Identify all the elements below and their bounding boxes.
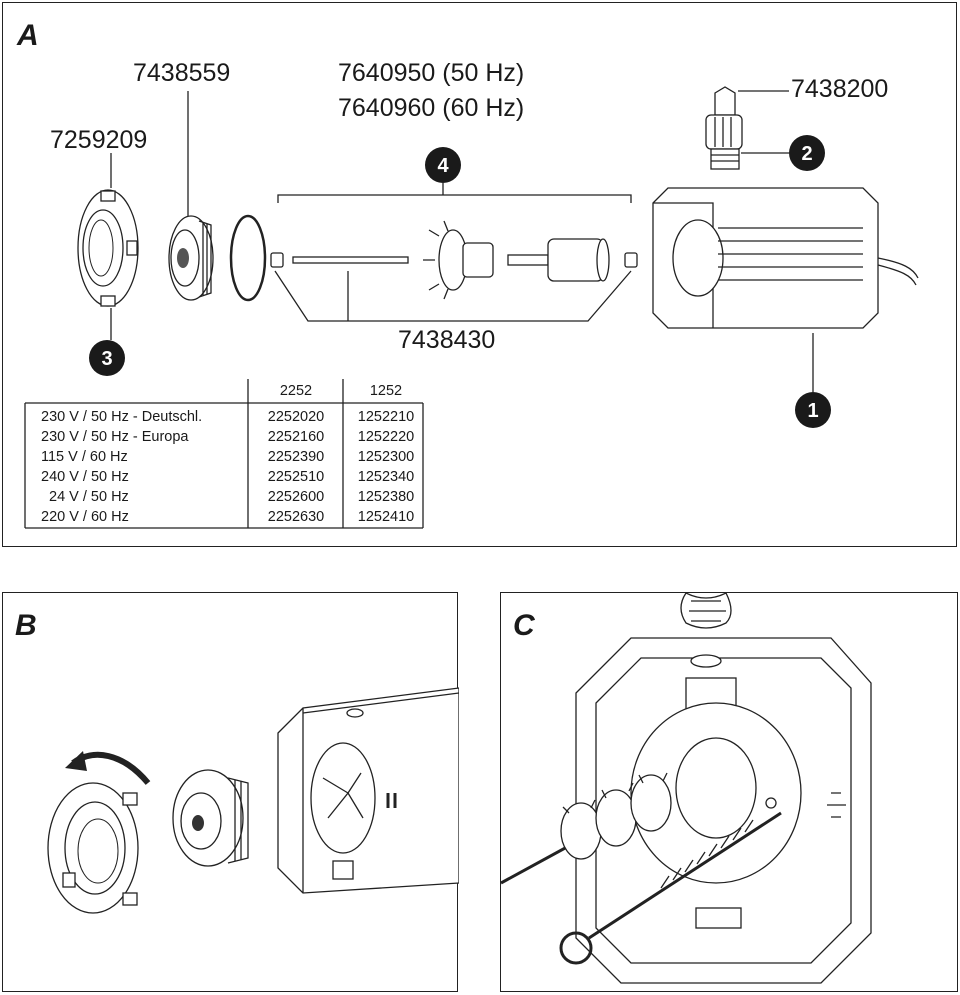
panel-a-exploded-view: A 7438559 7640950 (50 Hz) 7640960 (60 Hz… (2, 2, 957, 547)
variants-table: 2252 1252 230 V / 50 Hz - Deutschl. 2252… (24, 379, 424, 529)
callout-3-badge: 3 (89, 340, 125, 376)
panel-c-letter: C (513, 609, 535, 642)
leader-lines (110, 90, 814, 392)
label-7438559: 7438559 (133, 59, 230, 87)
table-row-1252: 1252410 (358, 509, 414, 525)
table-row-1252: 1252210 (358, 409, 414, 425)
callout-3-number: 3 (101, 348, 112, 370)
threaded-adapter-part (168, 215, 214, 301)
o-ring-part (229, 214, 267, 302)
rotor-shaft-assembly (270, 220, 638, 300)
label-7438200: 7438200 (791, 75, 888, 103)
top-brush-icon (680, 593, 732, 629)
table-row-1252: 1252300 (358, 449, 414, 465)
table-header-1252: 1252 (370, 383, 402, 399)
table-header-2252: 2252 (280, 383, 312, 399)
table-row-voltage: 230 V / 50 Hz - Deutschl. (41, 409, 202, 425)
callout-2-number: 2 (801, 143, 812, 165)
panel-a-letter: A (17, 19, 39, 52)
bayonet-ring-part (77, 189, 139, 307)
table-row-1252: 1252340 (358, 469, 414, 485)
cleaning-brush-icon (501, 772, 672, 885)
panel-b-disassembly-view: B (2, 592, 459, 992)
table-row-voltage: 230 V / 50 Hz - Europa (41, 429, 189, 445)
table-row-1252: 1252220 (358, 429, 414, 445)
table-row-2252: 2252630 (268, 509, 324, 525)
pipe-brush-icon (559, 811, 782, 965)
panel-c-cleaning-view: C (500, 592, 958, 992)
table-row-voltage: 220 V / 60 Hz (41, 509, 129, 525)
table-row-2252: 2252390 (268, 449, 324, 465)
callout-4-badge: 4 (425, 147, 461, 183)
table-row-2252: 2252020 (268, 409, 324, 425)
table-row-2252: 2252600 (268, 489, 324, 505)
label-7438430: 7438430 (398, 326, 495, 354)
callout-1-badge: 1 (795, 392, 831, 428)
panel-b-letter: B (15, 609, 37, 642)
bayonet-ring-part (47, 782, 139, 914)
panel-b-drawing (47, 687, 459, 914)
table-row-2252: 2252160 (268, 429, 324, 445)
table-row-1252: 1252380 (358, 489, 414, 505)
label-7640960: 7640960 (60 Hz) (338, 94, 524, 122)
table-row-voltage: 115 V / 60 Hz (41, 449, 128, 465)
pump-housing-part (277, 687, 459, 894)
callout-4-number: 4 (437, 155, 449, 177)
table-row-voltage: 24 V / 50 Hz (49, 489, 129, 505)
hose-nozzle-part (705, 86, 743, 170)
pump-housing-part (652, 187, 919, 329)
table-row-2252: 2252510 (268, 469, 324, 485)
callout-1-number: 1 (807, 400, 818, 422)
panel-c-drawing (501, 593, 872, 984)
label-7640950: 7640950 (50 Hz) (338, 59, 524, 87)
label-7259209: 7259209 (50, 126, 147, 154)
table-row-voltage: 240 V / 50 Hz (41, 469, 129, 485)
callout-2-badge: 2 (789, 135, 825, 171)
panel-a-drawing: 7438559 7640950 (50 Hz) 7640960 (60 Hz) … (24, 59, 919, 529)
threaded-adapter-part (172, 769, 249, 867)
